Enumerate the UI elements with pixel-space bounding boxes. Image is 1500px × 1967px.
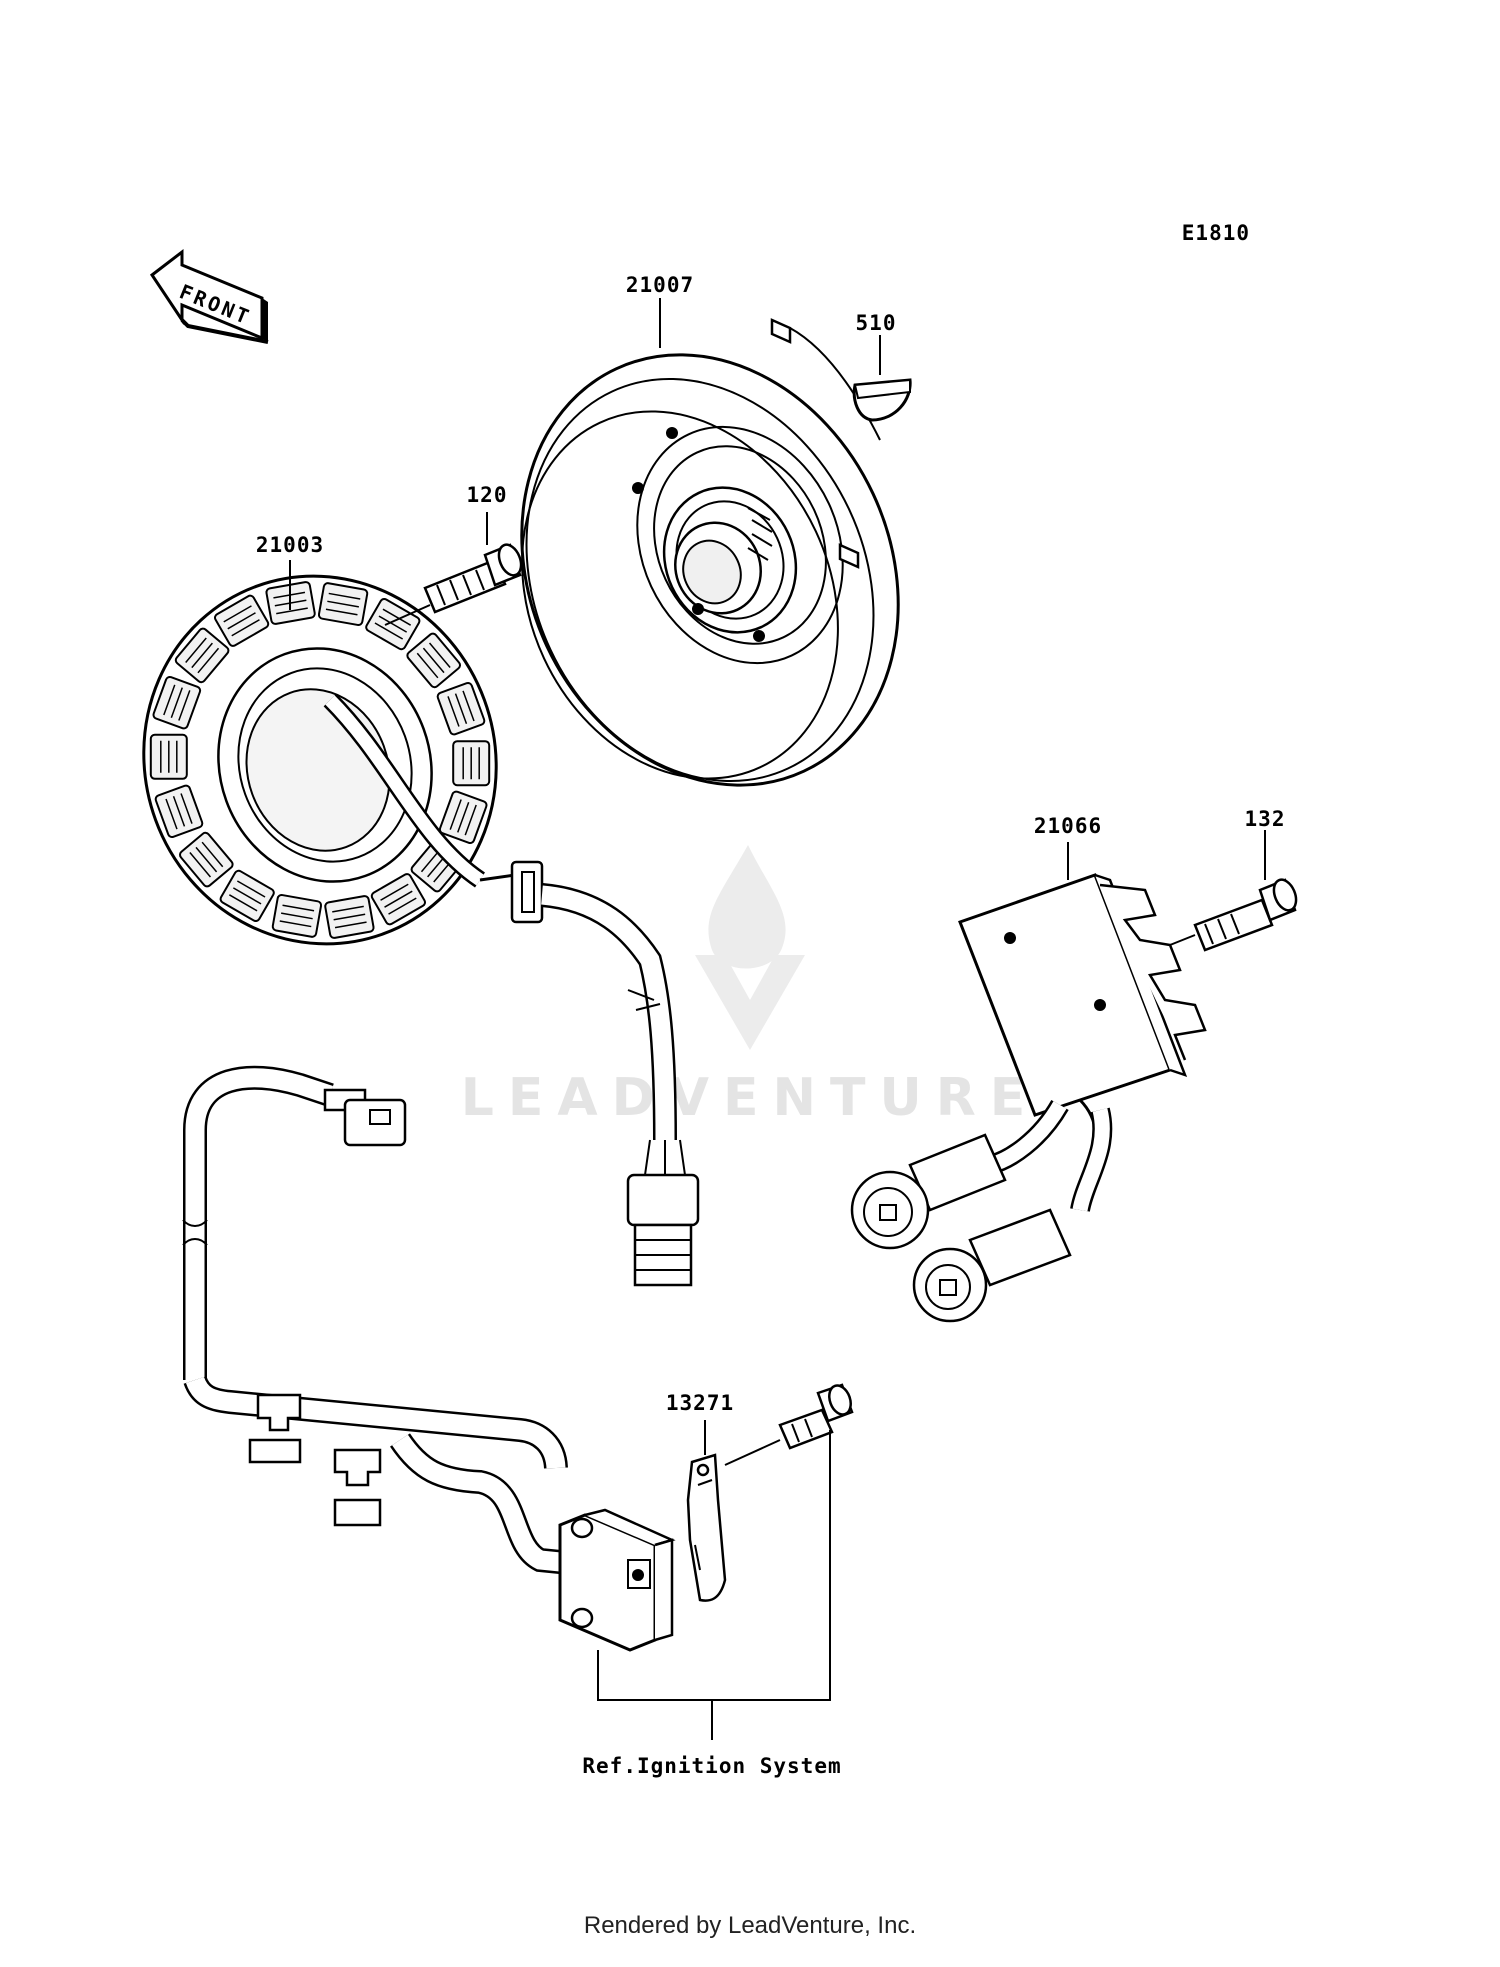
stator	[142, 574, 498, 946]
part-label-21003: 21003	[256, 533, 324, 557]
stator-winding	[223, 605, 260, 637]
stator-winding	[163, 684, 191, 721]
watermark: LEADVENTURE	[461, 845, 1040, 1128]
stator-winding	[380, 883, 417, 915]
woodruff-key	[852, 378, 912, 422]
stator-winding	[462, 747, 480, 780]
bolt-132	[1169, 878, 1298, 952]
stator-winding	[447, 690, 475, 727]
rotor	[520, 318, 900, 787]
part-label-21066: 21066	[1034, 814, 1102, 838]
footer-credit: Rendered by LeadVenture, Inc.	[583, 1912, 917, 1939]
stator-winding	[325, 592, 361, 616]
stator-winding	[165, 793, 193, 830]
pickup-coil	[558, 1508, 676, 1652]
stator-winding	[374, 608, 412, 640]
stator-winding	[228, 880, 266, 912]
bolt-120	[384, 543, 523, 626]
reference-bracket	[597, 1430, 831, 1740]
leader-lines	[289, 298, 1266, 1455]
watermark-logo-icon	[695, 845, 805, 1050]
part-label-132: 132	[1245, 807, 1286, 831]
part-label-510: 510	[856, 311, 897, 335]
part-label-13271: 13271	[666, 1391, 734, 1415]
regulator	[850, 873, 1207, 1323]
stator-winding	[185, 637, 220, 674]
front-arrow-icon: FRONT	[149, 248, 269, 344]
stator-harness	[323, 693, 700, 1287]
bolt-bracket	[724, 1383, 854, 1466]
diagram-code: E1810	[1182, 221, 1250, 245]
stator-winding	[416, 642, 451, 679]
stator-winding	[449, 799, 477, 836]
watermark-text: LEADVENTURE	[461, 1068, 1040, 1128]
pickup-harness	[182, 1065, 592, 1577]
stator-winding	[332, 905, 367, 929]
part-label-120: 120	[467, 483, 508, 507]
stator-winding	[279, 904, 315, 928]
reference-label: Ref.Ignition System	[582, 1754, 841, 1778]
stator-winding	[160, 740, 178, 773]
bracket	[686, 1453, 727, 1602]
stator-winding	[189, 841, 224, 878]
part-label-21007: 21007	[626, 273, 694, 297]
